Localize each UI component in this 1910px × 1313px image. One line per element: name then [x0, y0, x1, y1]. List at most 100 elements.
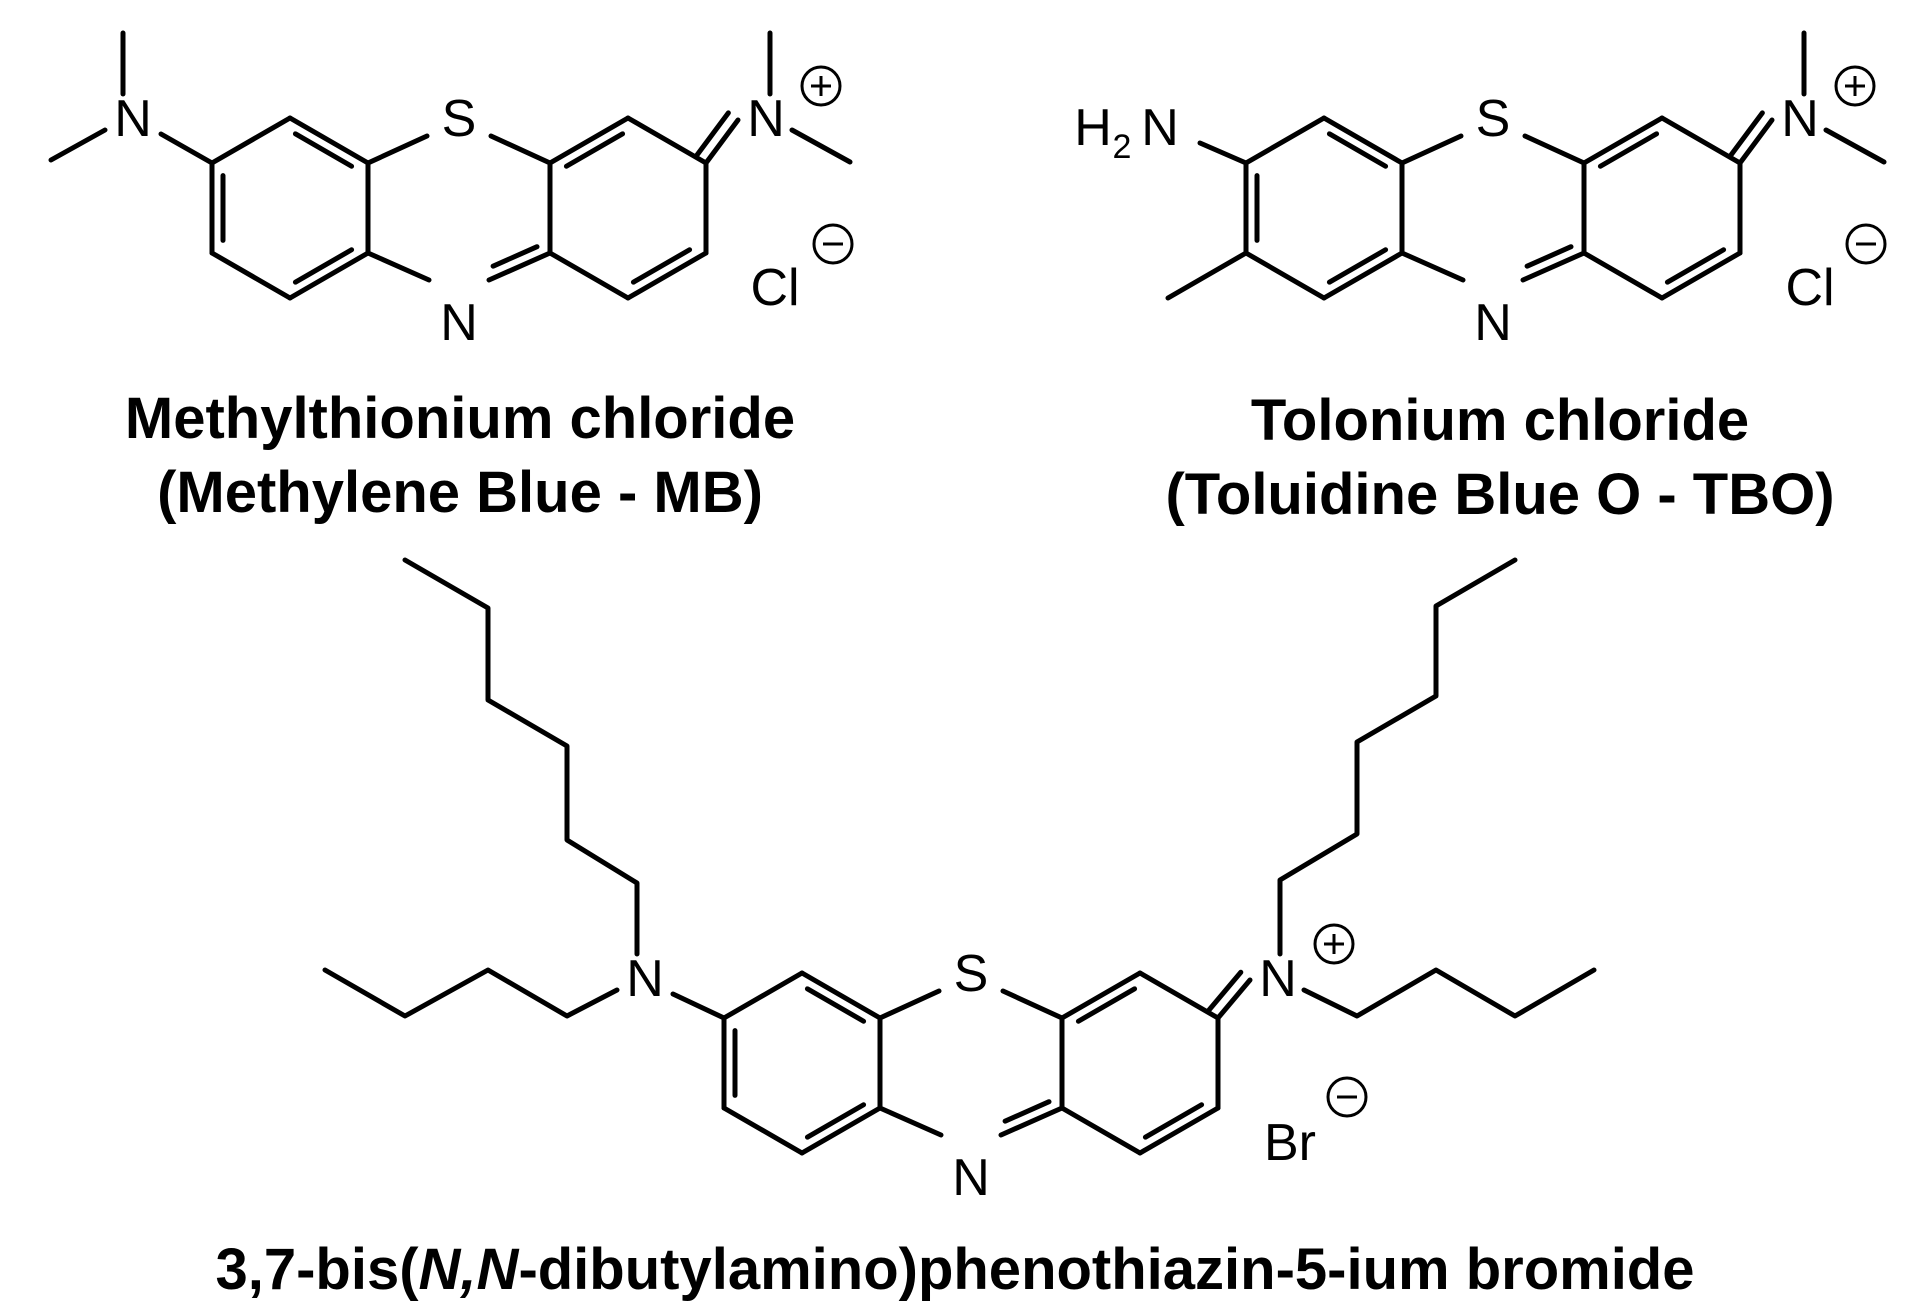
iminium-double-bond	[1215, 977, 1253, 1021]
amine-bond	[1197, 140, 1249, 166]
dibutyl-caption-post: -dibutylamino)phenothiazin-5-ium bromide	[518, 1237, 1695, 1302]
sulfur-atom: S	[1476, 90, 1511, 148]
methyl-bond	[48, 127, 108, 163]
n-double-bond-inner	[1524, 244, 1574, 269]
ring-bond	[1243, 115, 1327, 166]
charge-ring	[812, 223, 854, 265]
double-bond-inner	[292, 131, 355, 169]
ring-bond	[1522, 133, 1587, 166]
charge-ring	[1834, 65, 1876, 107]
charge-ring	[1845, 223, 1887, 265]
sulfur-atom: S	[954, 945, 989, 1003]
nitrogen-atom: N	[440, 294, 478, 352]
ring-bond	[799, 970, 883, 1021]
methyl-bond	[1823, 127, 1887, 165]
iminium-double-bond	[1737, 117, 1775, 166]
charge-ring	[1326, 1076, 1368, 1118]
iminium-double-bond-second	[693, 110, 731, 159]
methyl-bond	[789, 127, 853, 165]
butyl-chain-upper-left	[402, 557, 640, 957]
cation-charge-plus	[1834, 65, 1876, 107]
ring-bond	[1243, 250, 1327, 301]
double-bond-inner	[630, 247, 693, 285]
cation-charge-plus	[1313, 923, 1355, 965]
double-bond-inner	[1326, 247, 1389, 285]
amine-bond	[670, 991, 727, 1021]
ring-bond	[1581, 115, 1665, 166]
ring-bond	[547, 250, 631, 301]
double-bond-inner	[1142, 1102, 1205, 1140]
ring-bond	[547, 115, 631, 166]
tbo-caption-line2: (Toluidine Blue O - TBO)	[1165, 462, 1835, 527]
counter-ion: Br	[1264, 1114, 1316, 1172]
ring-bond	[1399, 133, 1464, 166]
charge-ring	[1313, 923, 1355, 965]
double-bond-inner	[804, 986, 867, 1024]
ring-bond	[1059, 970, 1143, 1021]
double-bond-inner	[563, 131, 626, 169]
double-bond-inner	[1597, 131, 1660, 169]
ring-bond	[1520, 250, 1587, 283]
ring-bond	[287, 115, 371, 166]
ring-bond	[721, 970, 805, 1021]
iminium-nitrogen: N	[1259, 950, 1297, 1008]
ring-bond	[877, 988, 942, 1021]
ring-bond	[1399, 250, 1466, 283]
ring-bond	[1581, 250, 1665, 301]
ring-bond	[877, 1105, 944, 1138]
ring-bond	[1321, 115, 1405, 166]
ring-bond	[1059, 1105, 1143, 1156]
ring-bond	[721, 1105, 805, 1156]
counter-ion-charge-minus	[1845, 223, 1887, 265]
ring-bond	[486, 250, 553, 283]
ring-bond	[799, 1105, 883, 1156]
mb-caption: Methylthionium chloride (Methylene Blue …	[80, 382, 840, 530]
iminium-nitrogen: N	[747, 90, 785, 148]
ring-bond	[209, 250, 293, 301]
butyl-chain-upper-right	[1277, 557, 1518, 957]
n-double-bond-inner	[1002, 1099, 1052, 1124]
methyl-bond	[1165, 250, 1249, 301]
tbo-caption: Tolonium chloride (Toluidine Blue O - TB…	[1110, 384, 1890, 532]
double-bond-inner	[1664, 247, 1727, 285]
counter-ion-charge-minus	[1326, 1076, 1368, 1118]
ring-bond	[287, 250, 371, 301]
butyl-chain-right	[1301, 967, 1597, 1019]
iminium-double-bond-second	[1206, 969, 1244, 1013]
double-bond-inner	[1326, 131, 1389, 169]
counter-ion-charge-minus	[812, 223, 854, 265]
amine-nitrogen: N	[626, 950, 664, 1008]
amine-subscript: 2	[1113, 128, 1132, 166]
ring-bond	[1659, 115, 1743, 166]
double-bond-inner	[292, 247, 355, 285]
ring-bond	[625, 115, 709, 166]
dibutyl-caption: 3,7-bis(N,N-dibutylamino)phenothiazin-5-…	[40, 1233, 1870, 1307]
amine-nitrogen: N	[114, 90, 152, 148]
ring-bond	[365, 133, 430, 166]
ring-bond	[209, 115, 293, 166]
iminium-double-bond-second	[1727, 110, 1765, 159]
amine-nitrogen: N	[1141, 99, 1179, 157]
tbo-caption-line1: Tolonium chloride	[1250, 388, 1750, 453]
double-bond-inner	[1075, 986, 1138, 1024]
ring-bond	[365, 250, 432, 283]
mb-caption-line2: (Methylene Blue - MB)	[157, 460, 763, 525]
ring-bond	[1137, 970, 1221, 1021]
ring-bond	[1137, 1105, 1221, 1156]
n-double-bond-inner	[490, 244, 540, 269]
counter-ion: Cl	[750, 259, 799, 317]
charge-ring	[800, 65, 842, 107]
ring-bond	[998, 1105, 1065, 1138]
ring-bond	[1659, 250, 1743, 301]
nitrogen-atom: N	[1474, 294, 1512, 352]
ring-bond	[488, 133, 553, 166]
cation-charge-plus	[800, 65, 842, 107]
butyl-chain-left	[322, 967, 620, 1019]
ring-bond	[1321, 250, 1405, 301]
dibutyl-caption-pre: 3,7-bis(	[215, 1237, 419, 1302]
dibutyl-caption-italic: N,N	[418, 1237, 519, 1302]
